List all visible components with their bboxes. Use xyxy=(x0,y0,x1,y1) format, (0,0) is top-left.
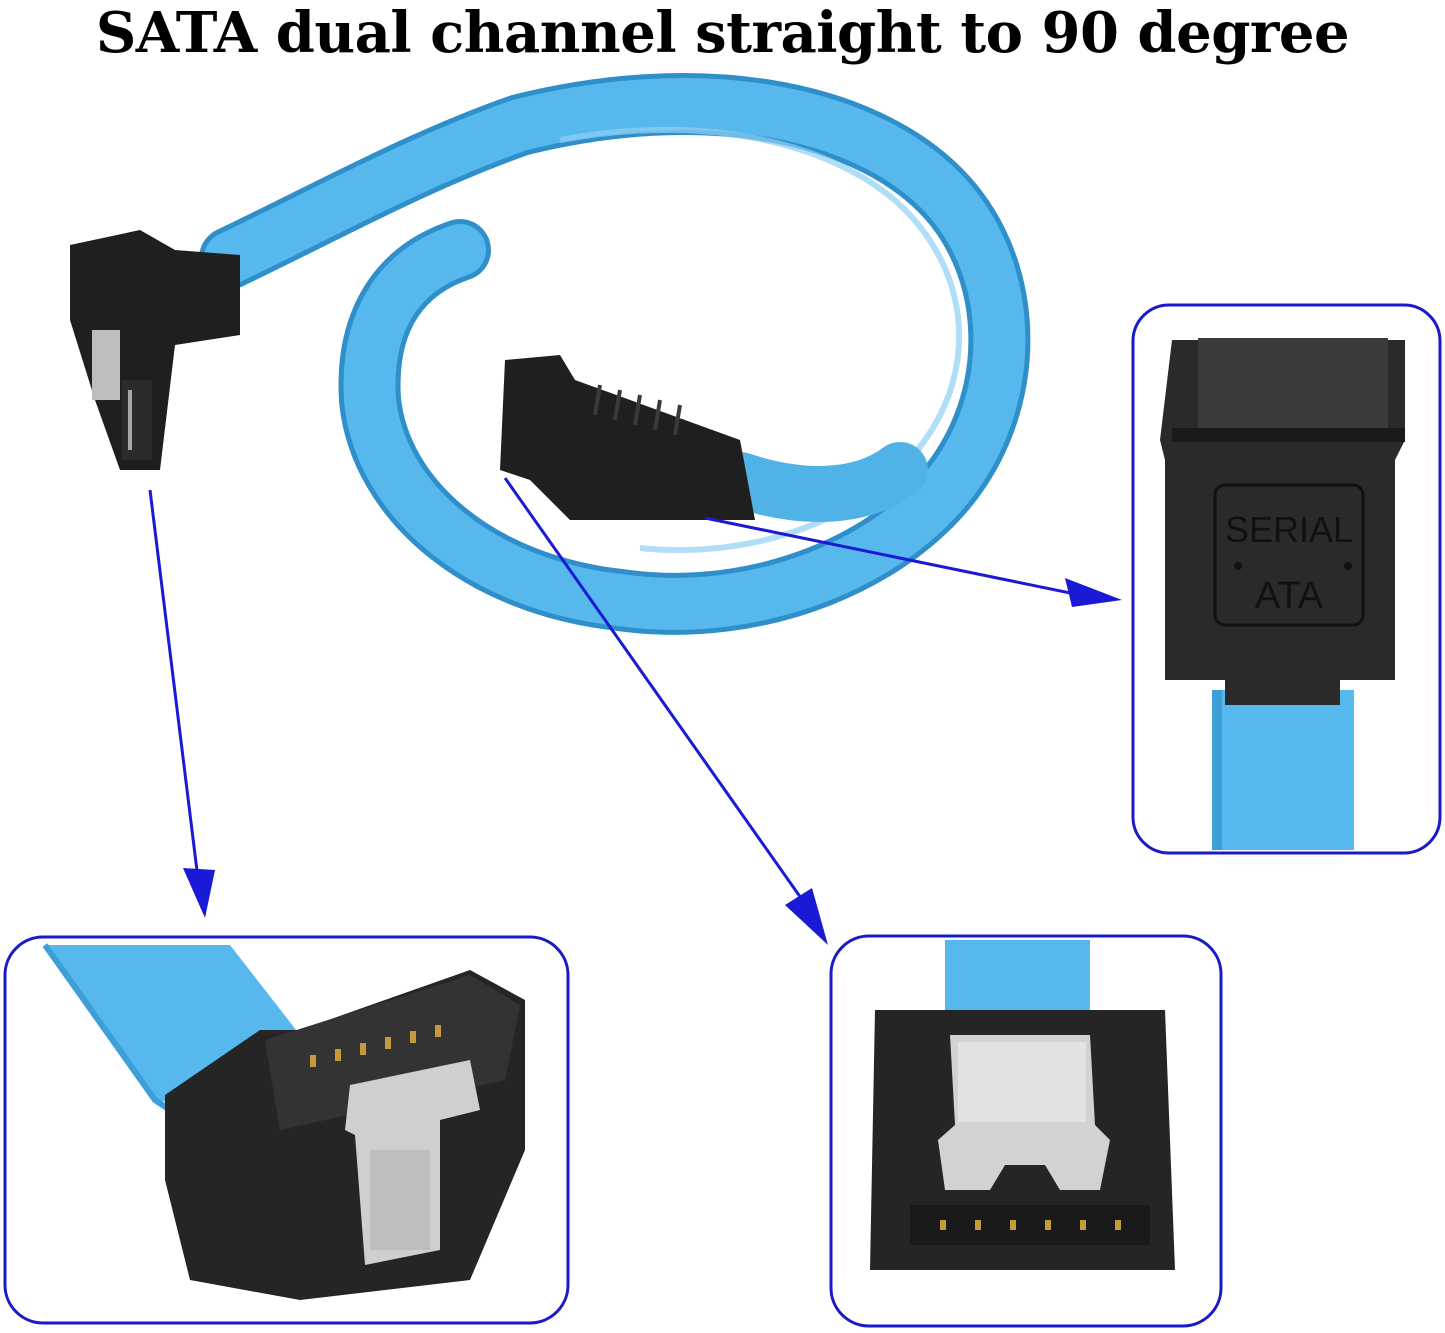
straight-connector-closeup: SERIAL ATA xyxy=(1131,303,1442,855)
arrow-to-label-closeup xyxy=(704,516,1122,607)
straight-connector xyxy=(500,355,755,520)
serial-label: SERIAL xyxy=(1225,509,1353,550)
ata-label: ATA xyxy=(1255,575,1324,617)
elbow-connector xyxy=(70,230,240,470)
arrow-to-latch-closeup xyxy=(503,477,828,945)
straight-latch-closeup xyxy=(829,934,1223,1328)
sata-cable xyxy=(199,73,1031,635)
arrow-to-elbow-closeup xyxy=(148,489,215,918)
elbow-connector-closeup xyxy=(3,935,570,1325)
